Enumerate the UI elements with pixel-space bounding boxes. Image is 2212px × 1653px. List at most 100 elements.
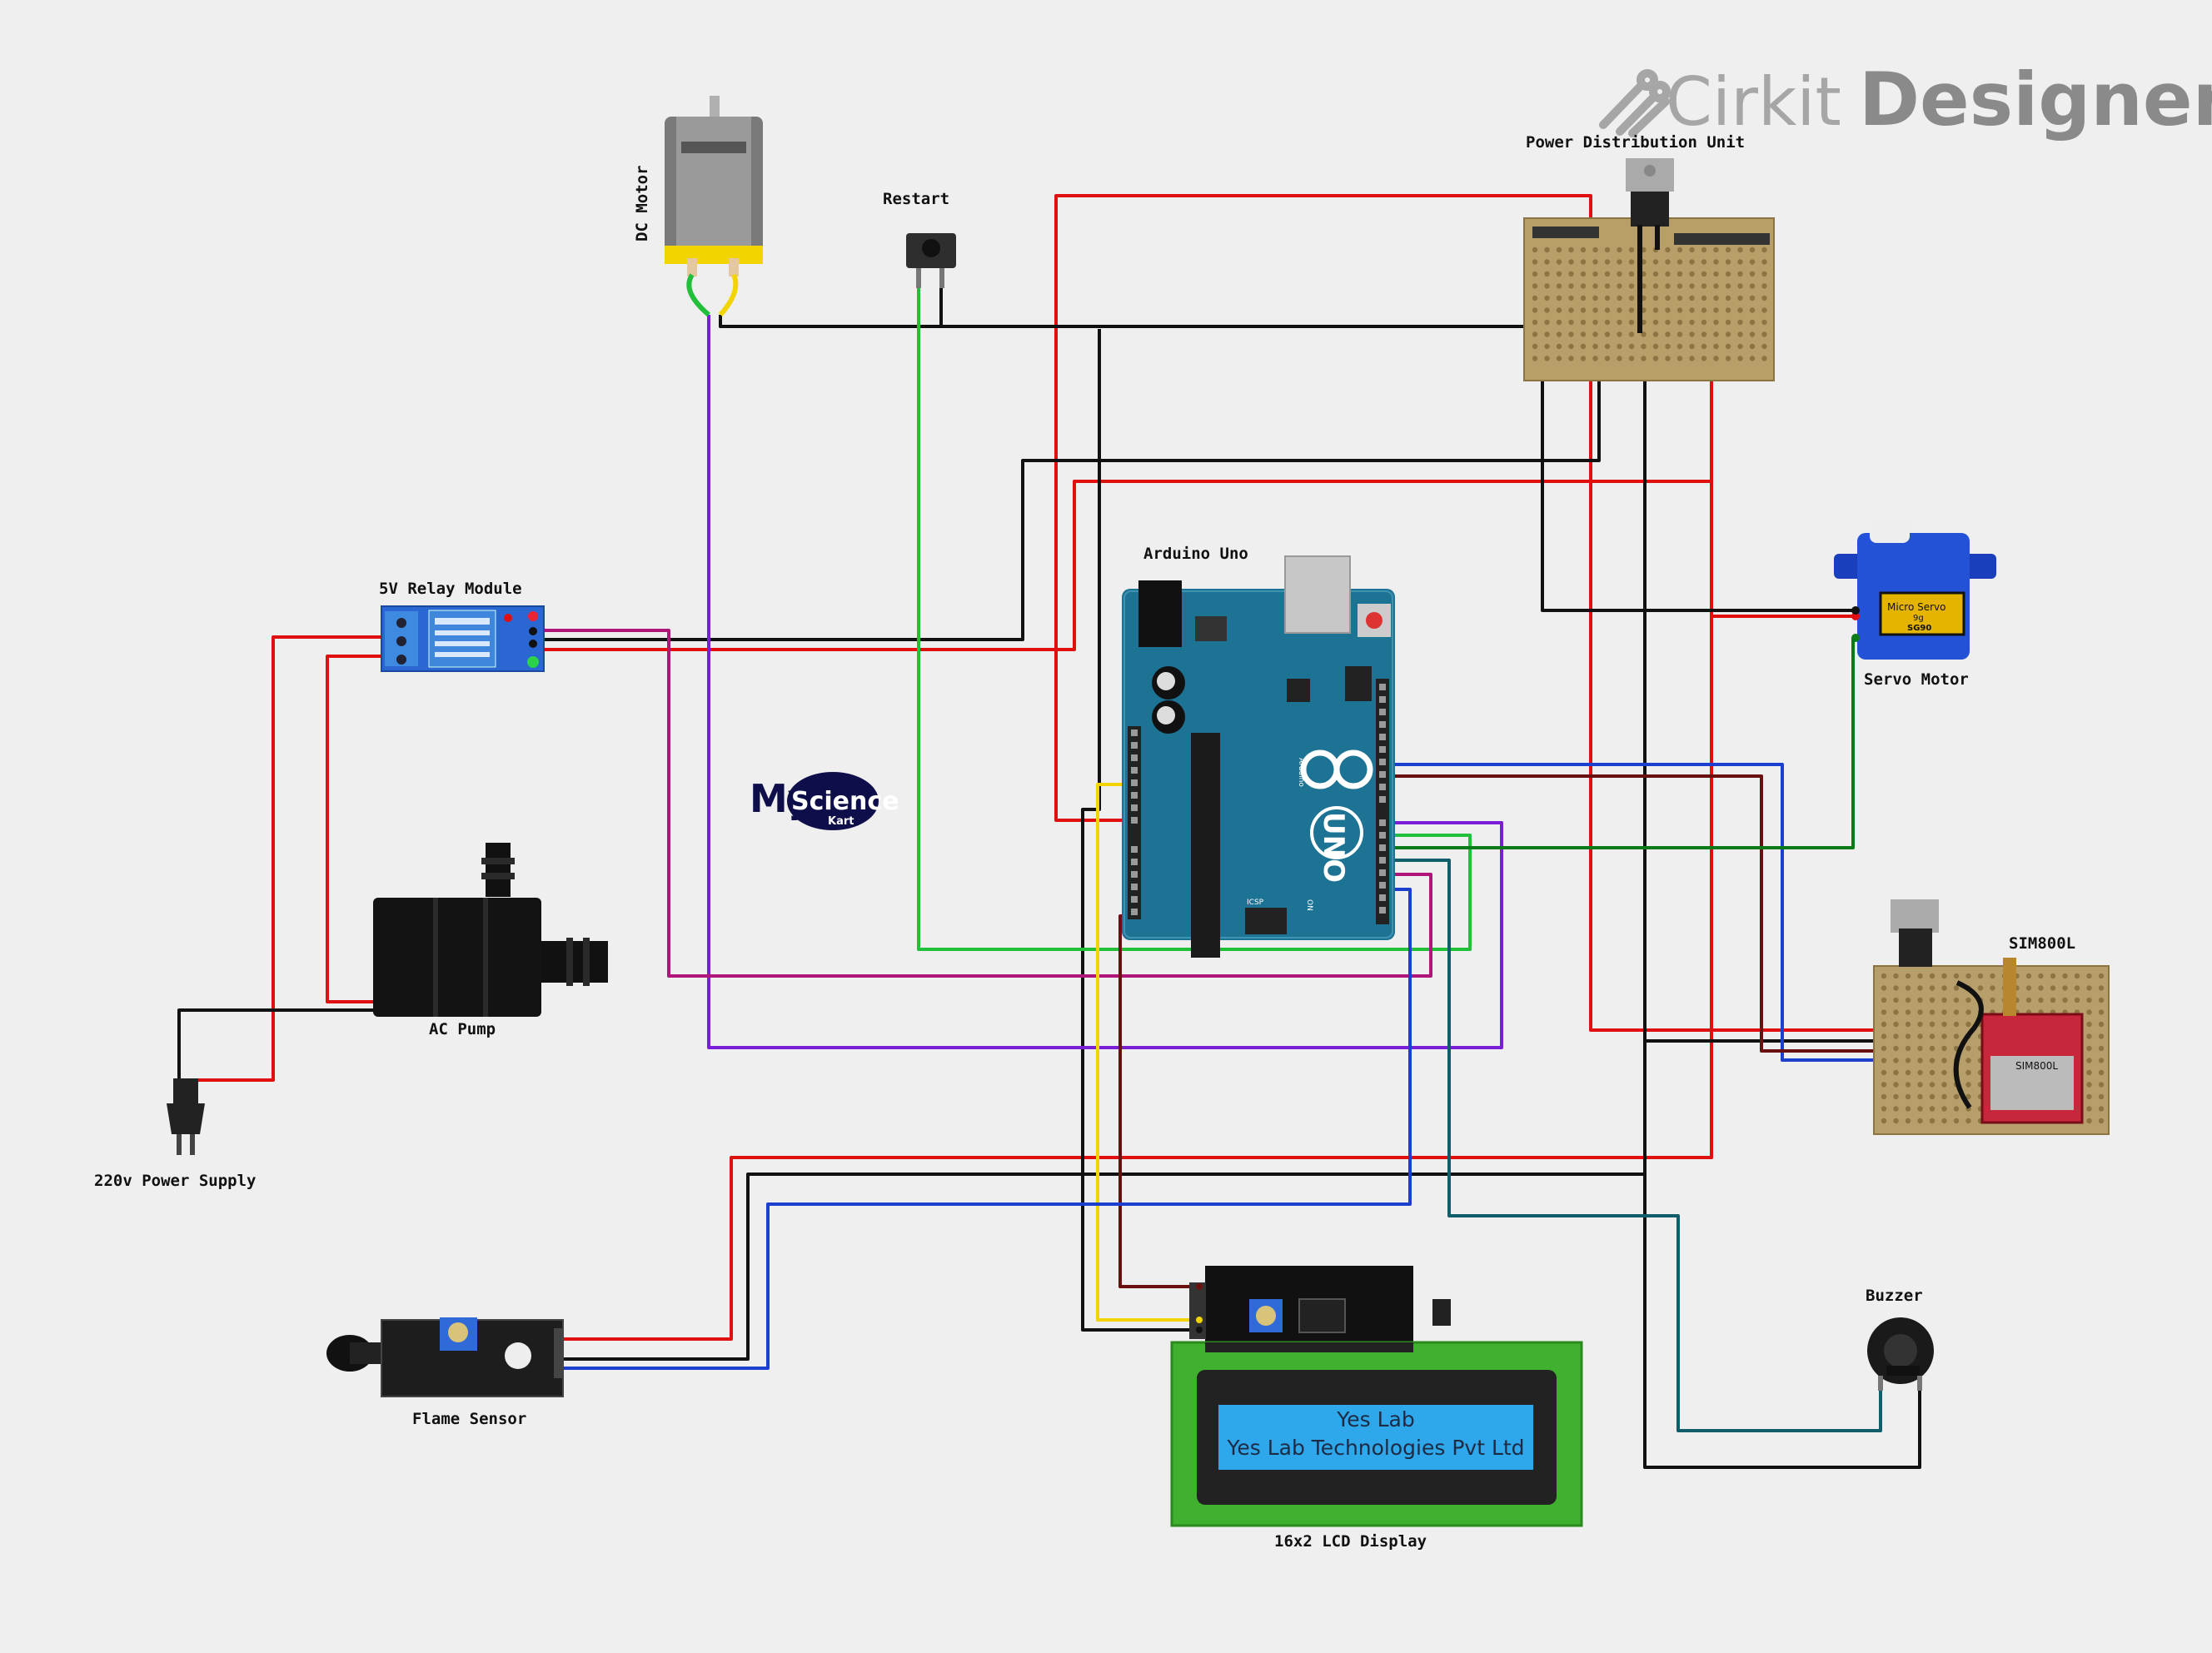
power-distribution-unit[interactable]	[1523, 158, 1775, 381]
board-hole	[1917, 1058, 1923, 1063]
board-hole	[1604, 295, 1611, 301]
board-hole	[1953, 1033, 1960, 1039]
header-pin	[1131, 871, 1138, 878]
board-hole	[1568, 295, 1574, 301]
board-hole	[1977, 973, 1984, 979]
board-hole	[1628, 356, 1635, 361]
board-hole	[1725, 246, 1731, 253]
board-hole	[1544, 331, 1550, 337]
board-hole	[1917, 1093, 1923, 1100]
board-hole	[1941, 1082, 1947, 1088]
board-hole	[1532, 307, 1538, 313]
board-hole	[1905, 1058, 1911, 1063]
board-hole	[1941, 1033, 1947, 1039]
wire-magenta-relay-d3	[533, 629, 1432, 978]
header-pin	[1379, 894, 1386, 901]
header-pin	[1379, 819, 1386, 826]
board-hole	[1749, 356, 1756, 361]
board-hole	[2086, 997, 2092, 1003]
board-hole	[1676, 259, 1683, 265]
board-hole	[1881, 973, 1887, 979]
board-hole	[1652, 259, 1659, 265]
board-hole	[1604, 356, 1611, 361]
board-hole	[1929, 1093, 1936, 1100]
board-hole	[2038, 997, 2044, 1003]
wire-green-restart-d6	[917, 287, 1472, 951]
board-hole	[2098, 973, 2105, 979]
board-hole	[2086, 973, 2092, 979]
board-hole	[1761, 283, 1767, 289]
board-hole	[1592, 319, 1598, 326]
board-hole	[2050, 997, 2056, 1003]
board-hole	[1701, 259, 1707, 265]
board-hole	[1617, 331, 1622, 337]
header-pin	[1131, 779, 1138, 786]
board-hole	[1990, 997, 1995, 1003]
board-hole	[2062, 997, 2068, 1003]
board-hole	[1652, 295, 1659, 301]
servo-motor[interactable]: Micro Servo 9g SG90	[1834, 518, 1996, 660]
board-hole	[1676, 283, 1683, 289]
board-hole	[1568, 356, 1574, 361]
board-hole	[1893, 1009, 1899, 1015]
board-hole	[1544, 307, 1550, 313]
buzzer[interactable]	[1867, 1317, 1934, 1391]
board-hole	[1893, 1106, 1899, 1112]
board-hole	[2025, 985, 2032, 991]
board-hole	[1905, 973, 1911, 979]
board-hole	[1544, 343, 1550, 350]
board-hole	[1917, 997, 1923, 1003]
wire-black-relay-gnd	[533, 296, 1601, 641]
relay-module[interactable]	[381, 605, 545, 672]
cirkit-designer-watermark: Cirkit Designer	[1599, 57, 2212, 142]
arduino-uno[interactable]: Arduino UNO ICSP ON	[1122, 555, 1395, 958]
board-hole	[1929, 1021, 1936, 1028]
board-hole	[1713, 356, 1719, 361]
board-hole	[1917, 1106, 1923, 1112]
board-hole	[1604, 259, 1611, 265]
board-hole	[1725, 307, 1731, 313]
board-hole	[1592, 343, 1598, 350]
board-hole	[1941, 1009, 1947, 1015]
board-hole	[1544, 259, 1550, 265]
board-hole	[1676, 331, 1683, 337]
header-pin	[1379, 832, 1386, 839]
lcd-display[interactable]: Yes Lab Yes Lab Technologies Pvt Ltd	[1170, 1266, 1583, 1527]
board-hole	[1556, 295, 1562, 301]
wire-black-flame-gnd	[556, 1173, 1645, 1361]
board-hole	[1749, 319, 1756, 326]
board-hole	[1628, 295, 1635, 301]
power-plug[interactable]	[167, 1078, 205, 1155]
board-hole	[1652, 307, 1659, 313]
board-hole	[1929, 1106, 1936, 1112]
ac-pump[interactable]	[373, 843, 608, 1017]
board-hole	[1665, 283, 1671, 289]
board-hole	[1676, 295, 1683, 301]
board-hole	[1749, 271, 1756, 277]
board-hole	[2025, 997, 2032, 1003]
board-hole	[1953, 1106, 1960, 1112]
board-hole	[2062, 985, 2068, 991]
sim800l-module[interactable]: SIM800L	[1873, 899, 2110, 1135]
board-hole	[1617, 246, 1622, 253]
board-hole	[1676, 343, 1683, 350]
board-hole	[2098, 985, 2105, 991]
board-hole	[1761, 343, 1767, 350]
cirkit-logo-icon	[1599, 69, 1671, 137]
board-hole	[1665, 319, 1671, 326]
board-hole	[2098, 1058, 2105, 1063]
board-hole	[1580, 356, 1587, 361]
board-hole	[1881, 1082, 1887, 1088]
board-hole	[1689, 271, 1695, 277]
board-hole	[1652, 356, 1659, 361]
board-hole	[1737, 319, 1743, 326]
flame-sensor[interactable]	[326, 1317, 564, 1397]
dc-motor[interactable]	[665, 96, 763, 317]
board-hole	[1544, 356, 1550, 361]
board-hole	[1905, 1009, 1911, 1015]
wire-blue-flame-d0	[556, 888, 1412, 1370]
board-hole	[1917, 1069, 1923, 1076]
board-hole	[1953, 1021, 1960, 1028]
restart-button[interactable]	[906, 233, 956, 288]
